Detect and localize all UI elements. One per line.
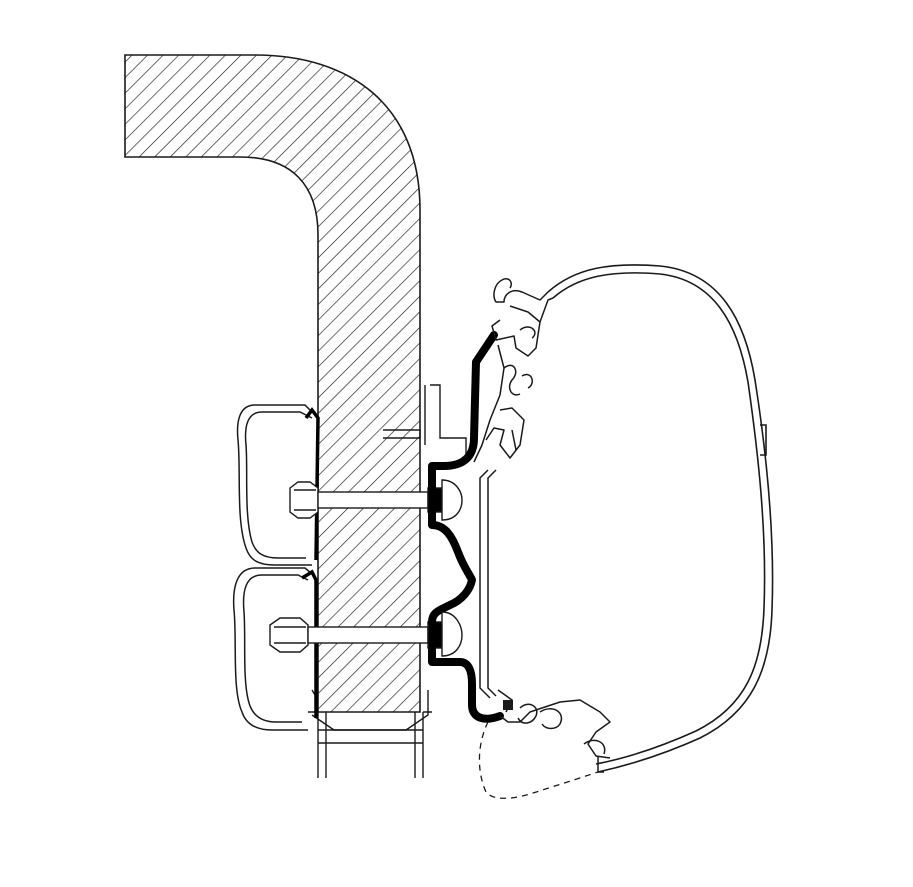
upper-fitting [383, 384, 467, 460]
lower-bolt [269, 617, 443, 653]
upper-cassette-profile [473, 277, 554, 463]
roof-wall-hatched-section [124, 54, 421, 713]
upper-bolt [289, 481, 443, 519]
adapter-washers [441, 479, 463, 657]
dashed-awning-outline [478, 721, 599, 799]
lower-cassette-profile [497, 689, 611, 773]
awning-cassette-housing [547, 264, 774, 773]
cassette-mount-plate [479, 469, 497, 699]
lower-clamp-bracket [232, 567, 318, 731]
adapter-rail-black-profile [428, 331, 504, 723]
